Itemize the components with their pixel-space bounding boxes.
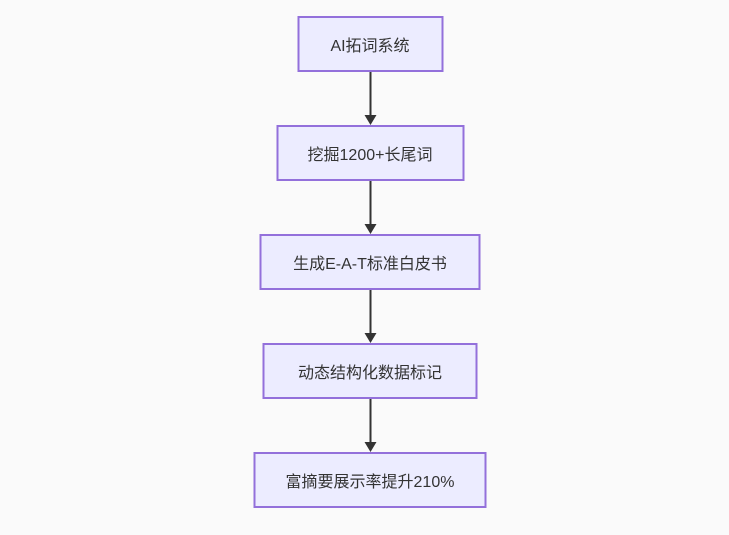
- arrow-head-icon: [364, 333, 376, 343]
- arrow-head-icon: [364, 115, 376, 125]
- node-ai-topic-system: AI拓词系统: [297, 16, 443, 72]
- node-label: 动态结构化数据标记: [297, 365, 442, 382]
- arrow-2: [364, 181, 376, 234]
- arrow-line: [369, 72, 371, 115]
- arrow-line: [369, 181, 371, 224]
- arrow-line: [369, 399, 371, 442]
- node-label: 挖掘1200+长尾词: [307, 147, 433, 164]
- flowchart: AI拓词系统 挖掘1200+长尾词 生成E-A-T标准白皮书 动态结构化数据标记…: [253, 16, 487, 508]
- node-label: 富摘要展示率提升210%: [285, 474, 455, 491]
- node-structured-data-markup: 动态结构化数据标记: [262, 343, 478, 399]
- node-label: 生成E-A-T标准白皮书: [293, 256, 447, 273]
- arrow-3: [364, 290, 376, 343]
- node-eat-whitepaper: 生成E-A-T标准白皮书: [259, 234, 481, 290]
- arrow-head-icon: [364, 224, 376, 234]
- node-longtail-mining: 挖掘1200+长尾词: [276, 125, 464, 181]
- arrow-4: [364, 399, 376, 452]
- node-label: AI拓词系统: [330, 38, 410, 55]
- node-rich-snippet-result: 富摘要展示率提升210%: [253, 452, 487, 508]
- arrow-1: [364, 72, 376, 125]
- arrow-line: [369, 290, 371, 333]
- arrow-head-icon: [364, 442, 376, 452]
